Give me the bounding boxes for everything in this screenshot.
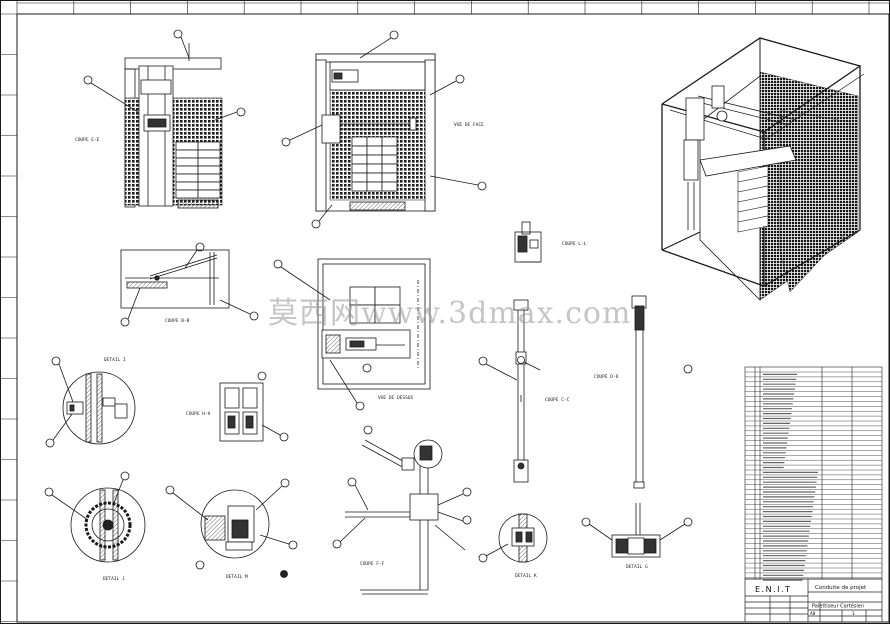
view-coupe-cc — [631, 295, 693, 489]
label-detail-k: DETAIL K — [515, 573, 537, 579]
view-detail-j — [44, 471, 146, 563]
view-coupe-hh — [219, 371, 289, 442]
label-coupe-hh: COUPE H-H — [186, 411, 211, 417]
label-vue-de-face: VUE DE FACE — [454, 122, 484, 128]
title-block — [744, 578, 883, 623]
label-vue-de-dessus: VUE DE DESSUS — [378, 395, 414, 401]
label-coupe-ee: COUPE E-E — [75, 137, 100, 143]
label-detail-j: DETAIL J — [103, 576, 125, 582]
label-coupe-ff: COUPE F-F — [360, 561, 385, 567]
label-detail-m: DETAIL M — [226, 574, 248, 580]
view-vue-de-dessus — [273, 258, 431, 411]
view-coupe-bb — [120, 242, 259, 327]
title-block-drawing-title: Palettiseur Cartésien — [812, 603, 864, 610]
label-coupe-cc: COUPE C-C — [545, 397, 570, 403]
view-vue-de-face — [281, 30, 487, 229]
view-isometric — [661, 37, 865, 301]
label-detail-g: DETAIL G — [626, 564, 648, 570]
view-coupe-ll — [514, 221, 542, 263]
view-coupe-ee — [83, 29, 246, 209]
view-detail-m — [165, 478, 298, 578]
label-coupe-ll: COUPE L-L — [562, 241, 587, 247]
view-detail-i — [45, 356, 136, 448]
view-detail-k — [478, 513, 548, 563]
zone-ticks — [0, 0, 870, 622]
title-block-format: A0 — [810, 611, 816, 617]
title-block-school: E.N.I.T — [755, 585, 791, 594]
label-coupe-dd: COUPE D-D — [594, 374, 619, 380]
view-detail-g — [581, 503, 693, 558]
view-coupe-ff — [332, 425, 472, 595]
title-block-sheet: 1 — [852, 611, 855, 617]
label-detail-i: DETAIL I — [104, 357, 126, 363]
parts-list-rows — [745, 371, 882, 581]
title-block-project: Conduite de projet — [815, 585, 867, 591]
label-coupe-bb: COUPE B-B — [165, 318, 190, 324]
view-coupe-dd — [478, 299, 541, 483]
